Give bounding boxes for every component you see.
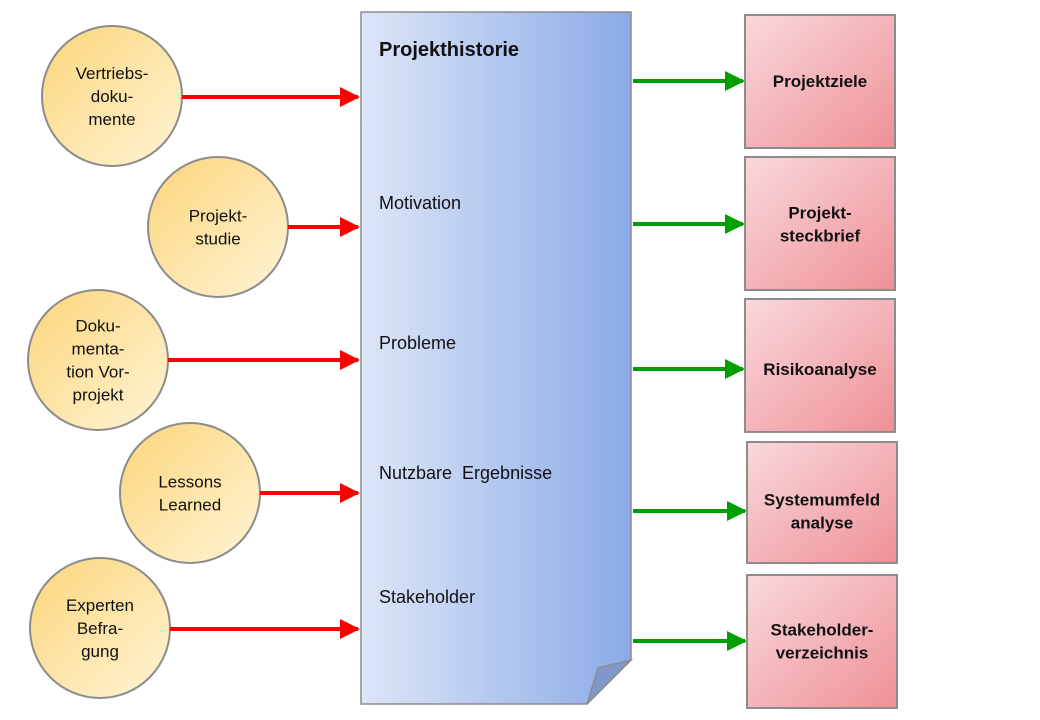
source-2: Projekt-studie xyxy=(147,156,360,298)
document-item-stakeholder: Stakeholder xyxy=(379,587,475,607)
source-label-line: projekt xyxy=(72,386,123,405)
source-label-line: Learned xyxy=(159,496,221,515)
source-label-line: gung xyxy=(81,642,119,661)
output-label-line: Stakeholder- xyxy=(771,621,874,640)
output-box xyxy=(744,298,896,433)
source-1: Vertriebs-doku-mente xyxy=(41,25,360,167)
source-label-line: tion Vor- xyxy=(66,363,129,382)
output-label-line: analyse xyxy=(791,514,853,533)
document-item-results: Nutzbare Ergebnisse xyxy=(379,463,552,483)
output-2: Projekt-steckbrief xyxy=(633,156,896,291)
source-label-line: Lessons xyxy=(158,473,221,492)
document-title: Projekthistorie xyxy=(379,39,519,61)
output-4: Systemumfeld analyse xyxy=(633,441,898,564)
source-label-line: Experten xyxy=(66,596,134,615)
source-circles: Vertriebs-doku-menteProjekt-studieDoku-m… xyxy=(27,25,360,699)
source-label-line: mente xyxy=(88,110,135,129)
output-label-line: verzeichnis xyxy=(776,644,869,663)
output-label-line: Systemumfeld xyxy=(764,491,880,510)
source-label-line: menta- xyxy=(72,340,125,359)
source-circle xyxy=(119,422,261,564)
source-label-line: doku- xyxy=(91,87,134,106)
output-5: Stakeholder-verzeichnis xyxy=(633,574,898,709)
output-box xyxy=(744,156,896,291)
source-label-line: Befra- xyxy=(77,619,123,638)
output-label-line: Projekt- xyxy=(788,204,851,223)
output-label-line: Risikoanalyse xyxy=(763,360,876,379)
output-3: Risikoanalyse xyxy=(633,298,896,433)
output-box xyxy=(744,14,896,149)
output-box xyxy=(746,441,898,564)
output-label-line: Projektziele xyxy=(773,72,868,91)
source-circle xyxy=(27,289,169,431)
output-box xyxy=(746,574,898,709)
document-item-problems: Probleme xyxy=(379,333,456,353)
source-label-line: Projekt- xyxy=(189,207,248,226)
output-1: Projektziele xyxy=(633,14,896,149)
source-label-line: studie xyxy=(195,230,240,249)
document-item-motivation: Motivation xyxy=(379,193,461,213)
output-label-line: steckbrief xyxy=(780,227,861,246)
source-circle xyxy=(147,156,289,298)
source-label-line: Vertriebs- xyxy=(76,64,149,83)
project-history-document: Projekthistorie Motivation Probleme Nutz… xyxy=(360,11,634,705)
output-boxes: ProjektzieleProjekt-steckbriefRisikoanal… xyxy=(633,14,898,709)
source-label-line: Doku- xyxy=(75,317,120,336)
document-folded-corner xyxy=(586,658,634,705)
source-3: Doku-menta-tion Vor-projekt xyxy=(27,289,360,431)
